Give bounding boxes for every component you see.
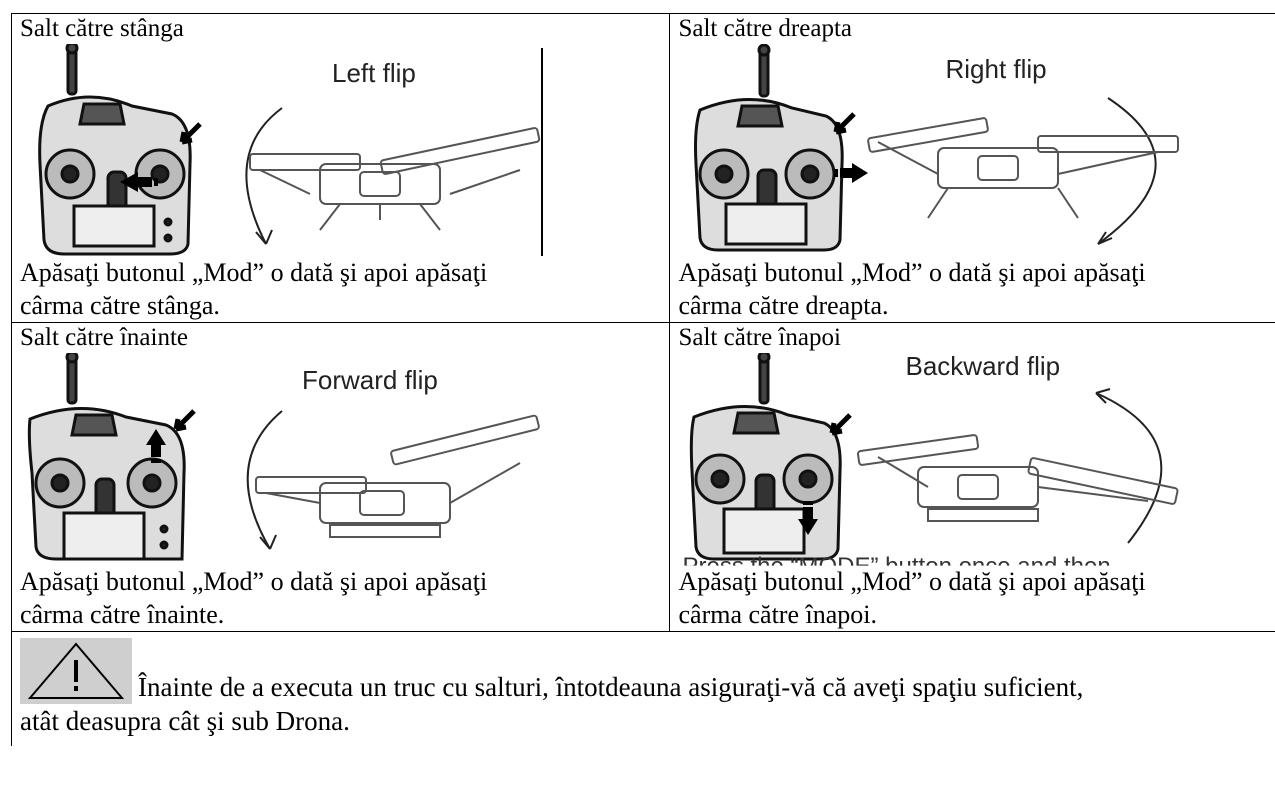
stick-arrow-down-icon [798,501,819,535]
caption-line-2: cârma către înapoi. [678,600,877,629]
cell-forward-flip: Salt către înainte [12,322,671,631]
backward-flip-illustration: Backward flip Press the “MODE” button on… [678,351,1275,566]
left-flip-drawing [38,44,543,256]
forward-flip-drawing [27,353,540,561]
flip-instructions-table: Salt către stânga [11,13,1275,746]
caption-line-1: Apăsaţi butonul „Mod” o dată şi apoi apă… [678,567,1146,596]
cell-backward-flip: Salt către înapoi [670,322,1275,631]
cell-heading: Salt către stânga [20,15,184,42]
arrowhead [1095,388,1111,404]
mode-button-arrow-icon [834,112,857,135]
left-flip-illustration: Left flip [20,44,669,256]
right-flip-illustration: Right flip [678,44,1275,256]
cell-heading: Salt către înainte [20,324,188,351]
warning-text-line-2: atât deasupra cât şi sub Drona. [20,706,350,736]
flip-rotation-arrow-icon [1097,97,1158,245]
mode-button-arrow-icon [830,413,853,436]
caption-line-1: Apăsaţi butonul „Mod” o dată şi apoi apă… [20,258,488,287]
stick-arrow-left-icon [120,172,158,192]
stick-arrow-right-icon [834,163,869,183]
remote-controller-icon [38,44,192,256]
cell-heading: Salt către înapoi [678,324,841,351]
remote-controller-icon [27,353,186,561]
flip-label: Left flip [332,58,416,88]
remote-controller-icon [690,353,843,561]
drone-icon [857,434,1179,522]
caption-line-1: Apăsaţi butonul „Mod” o dată şi apoi apă… [20,567,488,596]
table-row: Salt către înainte [11,322,1275,631]
caption-line-2: cârma către stânga. [20,291,220,320]
drone-icon [867,117,1180,219]
drone-icon [255,414,540,538]
arrowhead [1097,231,1113,245]
cropped-english-caption: Press the “MODE” button once and then [682,553,1111,580]
backward-flip-drawing [690,353,1179,561]
caption-line-2: cârma către dreapta. [678,291,889,320]
right-flip-drawing [694,44,1180,252]
flip-rotation-arrow-icon [246,410,283,550]
arrowhead [259,534,277,550]
warning-note: Înainte de a executa un truc cu salturi,… [11,631,1275,746]
cell-right-flip: Salt către dreapta [670,13,1275,322]
mode-button-arrow-icon [179,122,202,145]
mode-button-arrow-icon [173,409,196,432]
cell-heading: Salt către dreapta [678,15,852,42]
flip-rotation-arrow-icon [245,107,283,245]
flip-label: Backward flip [905,351,1061,381]
flip-label: Right flip [945,54,1047,84]
caption-line-2: cârma către înainte. [20,600,225,629]
drone-icon [249,127,541,231]
forward-flip-illustration: Forward flip [20,353,669,565]
stick-arrow-up-icon [146,429,166,463]
caption-line-1: Apăsaţi butonul „Mod” o dată şi apoi apă… [678,258,1146,287]
flip-rotation-arrow-icon [1096,392,1163,544]
warning-triangle-icon [20,638,132,704]
table-row: Salt către stânga [11,13,1275,322]
warning-line-1-row: Înainte de a executa un truc cu salturi,… [20,638,1275,704]
remote-controller-icon [694,44,845,252]
arrowhead [255,229,273,245]
cell-left-flip: Salt către stânga [12,13,671,322]
flip-label: Forward flip [302,365,438,395]
warning-text-line-1: Înainte de a executa un truc cu salturi,… [138,672,1084,702]
